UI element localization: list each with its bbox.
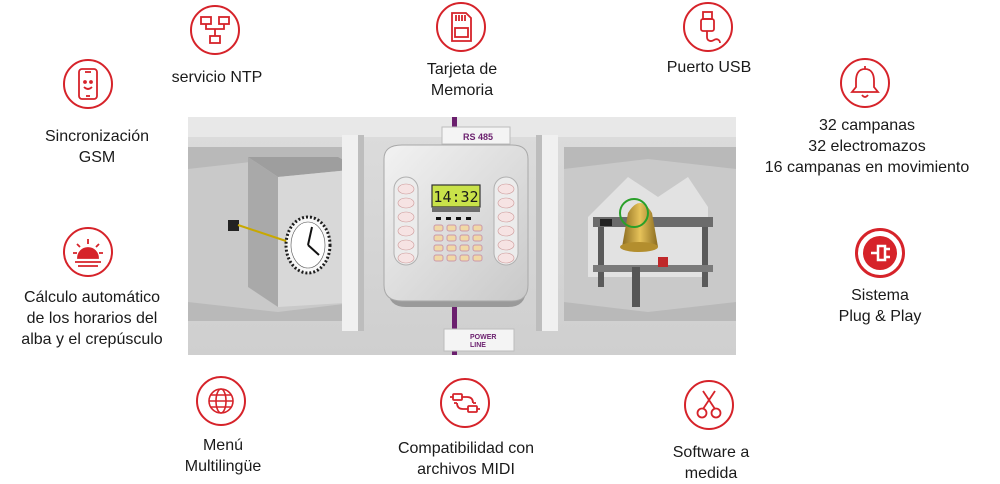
feature-label-midi: Compatibilidad con archivos MIDI	[397, 440, 535, 478]
product-scene: RS 485 POWER LINE 14:32	[188, 117, 736, 355]
feature-label-menu: Menú Multilingüe	[184, 437, 262, 475]
feature-label-campanas: 32 campanas 32 electromazos 16 campanas …	[764, 117, 970, 176]
controller-display-time: 14:32	[433, 188, 478, 206]
power-line-tag: POWER LINE	[443, 328, 515, 352]
power-plug-icon	[855, 228, 905, 278]
network-computers-icon	[190, 5, 240, 55]
bell-icon	[840, 58, 890, 108]
sunrise-icon	[63, 227, 113, 277]
controller-panel: 14:32	[383, 144, 529, 307]
feature-label-horarios: Cálculo automático de los horarios del a…	[21, 289, 163, 348]
svg-text:RS 485: RS 485	[463, 132, 493, 142]
sd-card-icon	[436, 2, 486, 52]
feature-label-gsm: Sincronización GSM	[44, 128, 150, 166]
controller-keypad	[433, 217, 483, 262]
svg-text:LINE: LINE	[470, 342, 486, 349]
usb-plug-icon	[683, 2, 733, 52]
scissors-icon	[684, 380, 734, 430]
rs485-tag: RS 485	[441, 126, 511, 145]
clock-niche	[188, 135, 364, 331]
feature-label-memoria: Tarjeta de Memoria	[426, 61, 498, 99]
cables-connector-icon	[440, 378, 490, 428]
bell-niche	[536, 135, 736, 331]
feature-label-software: Software a medida	[672, 444, 750, 482]
svg-text:POWER: POWER	[470, 334, 496, 341]
smartphone-icon	[63, 59, 113, 109]
feature-label-usb: Puerto USB	[666, 59, 752, 76]
feature-label-plug: Sistema Plug & Play	[838, 287, 922, 325]
globe-icon	[196, 376, 246, 426]
feature-label-ntp: servicio NTP	[171, 69, 263, 86]
